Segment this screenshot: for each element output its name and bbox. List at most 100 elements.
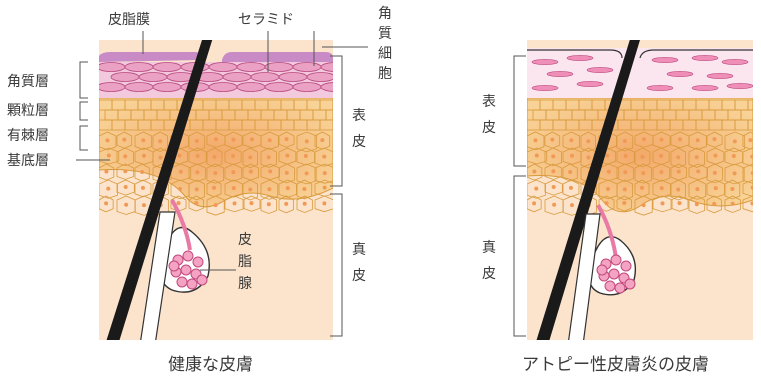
corneocyte xyxy=(547,71,573,76)
cell-nucleus xyxy=(623,170,627,174)
corneocyte xyxy=(692,55,718,60)
cell-nucleus xyxy=(179,170,183,174)
svg-text:皮: 皮 xyxy=(352,134,366,150)
corneocyte xyxy=(251,73,279,82)
cell-nucleus xyxy=(660,186,664,190)
caption-healthy: 健康な皮膚 xyxy=(168,355,253,375)
corneocyte xyxy=(223,73,251,82)
label-stratum-corneum: 角質層 xyxy=(7,74,49,90)
cell-nucleus xyxy=(532,170,536,174)
cell-nucleus xyxy=(286,186,290,190)
cell-nucleus xyxy=(142,203,146,207)
corneocyte xyxy=(532,85,558,90)
cell-nucleus xyxy=(267,155,271,159)
cell-nucleus xyxy=(267,202,271,206)
gland-cell xyxy=(597,265,607,275)
corneocyte xyxy=(647,85,673,90)
corneocyte xyxy=(111,73,139,82)
corneocyte xyxy=(139,73,167,82)
cell-nucleus xyxy=(606,187,610,191)
cell-nucleus xyxy=(605,154,609,158)
cell-nucleus xyxy=(677,170,681,174)
cell-nucleus xyxy=(622,201,626,205)
cell-nucleus xyxy=(570,154,574,158)
cell-nucleus xyxy=(141,186,145,190)
cell-nucleus xyxy=(733,171,737,175)
cell-nucleus xyxy=(142,154,146,158)
cell-nucleus xyxy=(713,137,717,141)
cell-nucleus xyxy=(305,171,309,175)
cell-nucleus xyxy=(268,138,272,142)
corneocyte xyxy=(321,83,349,92)
cell-nucleus xyxy=(696,169,700,173)
cell-nucleus xyxy=(304,154,308,158)
cell-nucleus xyxy=(104,201,108,205)
cell-nucleus xyxy=(607,170,611,174)
cell-nucleus xyxy=(533,138,537,142)
cell-nucleus xyxy=(231,138,235,142)
cell-nucleus xyxy=(731,202,735,206)
cell-nucleus xyxy=(587,155,591,159)
cell-nucleus xyxy=(232,186,236,190)
label-ceramide: セラミド xyxy=(238,12,294,28)
cell-nucleus xyxy=(714,186,718,190)
cell-nucleus xyxy=(750,201,754,205)
cell-nucleus xyxy=(212,155,216,159)
corneocyte xyxy=(209,63,237,72)
atopic-skin-panel xyxy=(527,20,761,345)
corneocyte xyxy=(125,63,153,72)
healthy-sebum-film-right xyxy=(222,52,333,62)
label-stratum-spinosum: 有棘層 xyxy=(7,128,49,144)
cell-nucleus xyxy=(713,154,717,158)
corneocyte xyxy=(125,83,153,92)
svg-text:真: 真 xyxy=(352,242,366,258)
cell-nucleus xyxy=(569,138,573,142)
svg-text:質: 質 xyxy=(378,26,392,42)
corneocyte xyxy=(153,63,181,72)
svg-text:細: 細 xyxy=(378,46,392,62)
label-sebaceous-gland: 皮 脂 腺 xyxy=(238,232,252,292)
cell-nucleus xyxy=(640,155,644,159)
caption-atopic: アトピー性皮膚炎の皮膚 xyxy=(522,355,709,375)
corneocyte xyxy=(293,83,321,92)
cell-nucleus xyxy=(107,153,111,157)
cell-nucleus xyxy=(642,203,646,207)
cell-nucleus xyxy=(605,201,609,205)
cell-nucleus xyxy=(641,171,645,175)
corneocyte xyxy=(307,73,335,82)
cell-nucleus xyxy=(713,171,717,175)
cell-nucleus xyxy=(551,169,555,173)
cell-nucleus xyxy=(195,170,199,174)
cell-nucleus xyxy=(751,186,755,190)
svg-text:表: 表 xyxy=(482,94,496,110)
cell-nucleus xyxy=(534,187,538,191)
cell-nucleus xyxy=(696,138,700,142)
corneocyte xyxy=(153,83,181,92)
cell-nucleus xyxy=(159,155,163,159)
cell-nucleus xyxy=(233,201,237,205)
cell-nucleus xyxy=(122,138,126,142)
label-stratum-basale: 基底層 xyxy=(7,152,49,169)
cell-nucleus xyxy=(676,155,680,159)
cell-nucleus xyxy=(177,201,181,205)
svg-text:胞: 胞 xyxy=(378,66,392,82)
cell-nucleus xyxy=(677,201,681,205)
corneocyte xyxy=(707,73,733,78)
svg-text:皮: 皮 xyxy=(352,268,366,284)
cell-nucleus xyxy=(104,170,108,174)
corneocyte xyxy=(237,63,265,72)
cell-nucleus xyxy=(124,185,128,189)
cell-nucleus xyxy=(124,203,128,207)
cell-nucleus xyxy=(250,137,254,141)
cell-nucleus xyxy=(535,153,539,157)
cell-nucleus xyxy=(551,154,555,158)
cell-nucleus xyxy=(303,202,307,206)
corneocyte xyxy=(209,83,237,92)
cell-nucleus xyxy=(284,202,288,206)
gland-cell xyxy=(193,257,203,267)
cell-nucleus xyxy=(195,187,199,191)
gland-cell xyxy=(605,281,615,291)
cell-nucleus xyxy=(661,201,665,205)
corneocyte xyxy=(692,85,718,90)
